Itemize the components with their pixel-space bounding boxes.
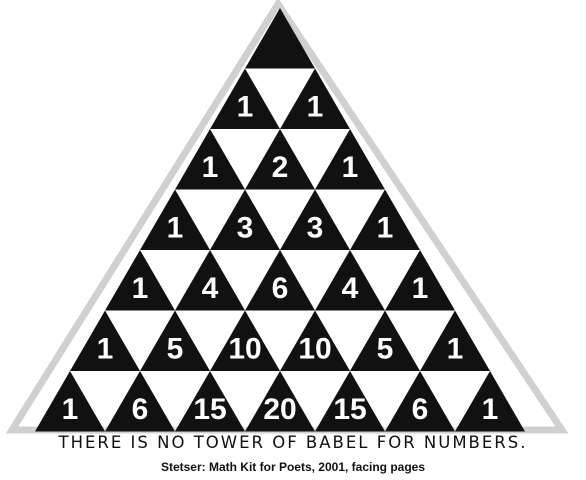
pascal-number: 1	[62, 393, 79, 426]
white-down-triangle	[146, 375, 204, 430]
white-down-triangle	[321, 314, 379, 369]
black-up-triangle	[175, 129, 245, 190]
black-up-triangle	[175, 371, 245, 432]
pascal-number: 5	[167, 333, 184, 366]
black-up-triangle	[175, 250, 245, 311]
white-down-triangle	[146, 254, 204, 309]
black-up-triangle	[245, 371, 315, 432]
black-up-triangle	[315, 129, 385, 190]
black-up-triangle	[455, 371, 525, 432]
pascal-number: 3	[237, 212, 254, 245]
black-up-triangle	[315, 250, 385, 311]
pascal-number: 1	[447, 333, 464, 366]
pascal-number: 5	[377, 333, 394, 366]
white-down-triangle	[286, 133, 344, 188]
black-up-triangle	[105, 371, 175, 432]
black-up-triangle	[350, 189, 420, 250]
pascal-number: 10	[298, 333, 331, 366]
black-up-triangle	[245, 129, 315, 190]
black-up-triangle	[210, 310, 280, 371]
white-down-triangle	[321, 193, 379, 248]
pascal-number: 1	[202, 151, 219, 184]
black-up-triangle	[210, 68, 280, 129]
pascal-number: 1	[482, 393, 499, 426]
pascal-number: 2	[272, 151, 289, 184]
pascal-number: 10	[228, 333, 261, 366]
white-down-triangle	[76, 375, 134, 430]
white-down-triangle	[286, 254, 344, 309]
white-down-triangle	[216, 375, 274, 430]
black-up-triangle	[210, 189, 280, 250]
black-up-triangle	[105, 250, 175, 311]
black-up-triangle	[385, 250, 455, 311]
white-down-triangle	[356, 375, 414, 430]
motto-text: THERE IS NO TOWER OF BABEL FOR NUMBERS.	[58, 433, 528, 452]
black-up-triangle	[280, 68, 350, 129]
black-up-triangle	[140, 189, 210, 250]
white-down-triangle	[216, 133, 274, 188]
pascal-number: 15	[333, 393, 366, 426]
apex-white-triangle	[256, 72, 304, 116]
pascal-number: 1	[132, 272, 149, 305]
source-caption: Stetser: Math Kit for Poets, 2001, facin…	[160, 460, 426, 474]
white-down-triangle	[391, 314, 449, 369]
black-up-triangle	[350, 310, 420, 371]
pascal-number: 1	[307, 91, 324, 124]
black-up-triangle	[315, 371, 385, 432]
pascal-number: 1	[342, 151, 359, 184]
pascal-number: 1	[237, 91, 254, 124]
black-up-triangle	[35, 371, 105, 432]
white-down-triangle	[251, 193, 309, 248]
black-up-triangle	[280, 310, 350, 371]
white-down-triangle	[251, 314, 309, 369]
white-down-triangle	[356, 254, 414, 309]
pascal-number: 6	[412, 393, 429, 426]
pascal-number: 1	[377, 212, 394, 245]
pascal-number: 1	[97, 333, 114, 366]
pascal-number: 1	[167, 212, 184, 245]
pascal-number: 4	[342, 272, 359, 305]
pascal-number: 6	[272, 272, 289, 305]
white-down-triangle	[181, 314, 239, 369]
triangle-tiles	[35, 8, 525, 432]
black-up-triangle	[280, 189, 350, 250]
black-up-triangle	[140, 310, 210, 371]
white-down-triangle	[286, 375, 344, 430]
white-down-triangle	[216, 254, 274, 309]
pascal-number: 6	[132, 393, 149, 426]
pascal-number: 15	[193, 393, 226, 426]
black-up-triangle	[245, 8, 315, 69]
pascal-number: 20	[263, 393, 296, 426]
white-down-triangle	[181, 193, 239, 248]
pascal-number: 1	[412, 272, 429, 305]
white-down-triangle	[111, 314, 169, 369]
pascal-number: 4	[202, 272, 219, 305]
pascal-number: 3	[307, 212, 324, 245]
black-up-triangle	[70, 310, 140, 371]
black-up-triangle	[420, 310, 490, 371]
white-down-triangle	[426, 375, 484, 430]
black-up-triangle	[385, 371, 455, 432]
black-up-triangle	[245, 250, 315, 311]
